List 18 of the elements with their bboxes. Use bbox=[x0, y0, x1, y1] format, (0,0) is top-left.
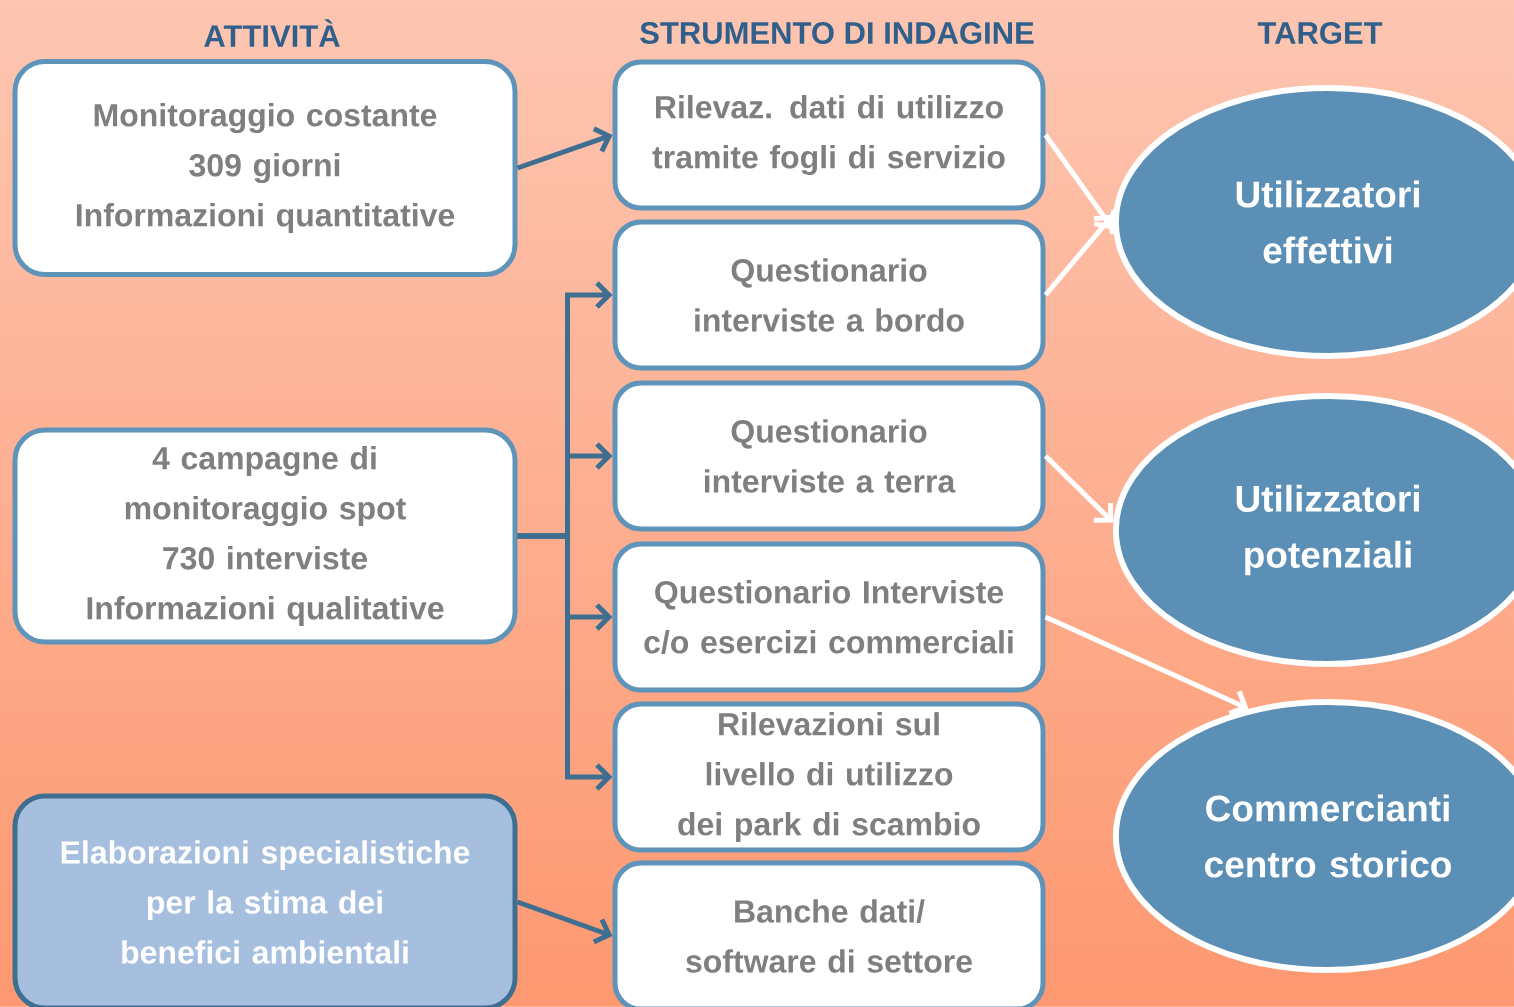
arrow bbox=[1043, 133, 1117, 230]
arrow bbox=[1043, 454, 1114, 523]
column-heading: STRUMENTO DI INDAGINE bbox=[640, 22, 1034, 44]
tool-box: Questionario interviste a bordo bbox=[612, 219, 1046, 371]
tool-box: Questionario interviste a terra bbox=[612, 380, 1046, 532]
tool-box: Questionario Interviste c/o esercizi commerciali bbox=[612, 541, 1046, 693]
tool-box: Rilevaz. dati di utilizzo tramite fogli di servizio bbox=[612, 59, 1046, 211]
arrow bbox=[516, 899, 613, 945]
column-heading: TARGET bbox=[1257, 22, 1383, 44]
arrow bbox=[1043, 214, 1115, 297]
arrow bbox=[1044, 614, 1249, 716]
arrow bbox=[516, 126, 613, 171]
tool-box: Banche dati/ software di settore bbox=[612, 860, 1046, 1007]
activity-box: 4 campagne di monitoraggio spot 730 interviste Informazioni qualitative bbox=[12, 427, 518, 645]
activity-box: Elaborazioni specialistiche per la stima dei benefici ambientali bbox=[12, 793, 518, 1007]
activity-box: Monitoraggio costante 309 giorni Informazioni quantitative bbox=[12, 59, 518, 277]
arrow bbox=[517, 533, 613, 791]
tool-box: Rilevazioni sul livello di utilizzo dei park di scambio bbox=[612, 701, 1046, 853]
